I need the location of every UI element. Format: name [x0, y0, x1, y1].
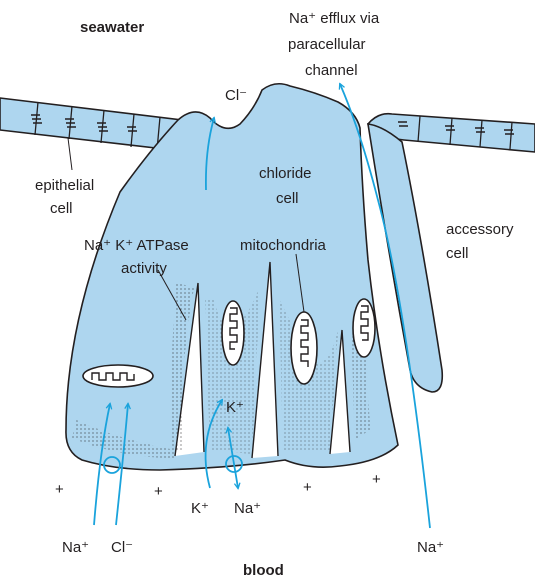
chloride-cell-label-line1: chloride — [259, 165, 312, 182]
na-bottom-right-label: Na⁺ — [417, 539, 444, 556]
na-efflux-label-line1: Na⁺ efflux via — [289, 10, 380, 27]
k-inside-label: K⁺ — [226, 399, 244, 416]
cl-bottom-label: Cl⁻ — [111, 539, 133, 556]
epithelial-leader — [68, 138, 72, 170]
seawater-label: seawater — [80, 19, 144, 36]
plus-sign: + — [154, 483, 163, 500]
atpase-label-line2: activity — [121, 260, 167, 277]
na-out-label: Na⁺ — [234, 500, 261, 517]
plus-sign: + — [372, 471, 381, 488]
epithelial-cell-label-line2: cell — [50, 200, 73, 217]
mitochondrion-1 — [222, 301, 244, 365]
blood-label: blood — [243, 562, 284, 578]
na-bottom-left-label: Na⁺ — [62, 539, 89, 556]
plus-sign: + — [55, 481, 64, 498]
accessory-cell-label-line2: cell — [446, 245, 469, 262]
plus-sign: + — [303, 479, 312, 496]
chloride-cell-label-line2: cell — [276, 190, 299, 207]
mitochondrion-horizontal — [83, 365, 153, 387]
mitochondrion-2 — [291, 312, 317, 384]
epithelial-cell-label-line1: epithelial — [35, 177, 94, 194]
mitochondrion-3 — [353, 299, 375, 357]
cl-efflux-label: Cl⁻ — [225, 87, 247, 104]
mitochondria-label: mitochondria — [240, 237, 327, 254]
k-out-label: K⁺ — [191, 500, 209, 517]
atpase-label-line1: Na⁺ K⁺ ATPase — [84, 237, 189, 254]
na-efflux-label-line2: paracellular — [288, 36, 366, 53]
accessory-cell-label-line1: accessory — [446, 221, 514, 238]
na-efflux-label-line3: channel — [305, 62, 358, 79]
